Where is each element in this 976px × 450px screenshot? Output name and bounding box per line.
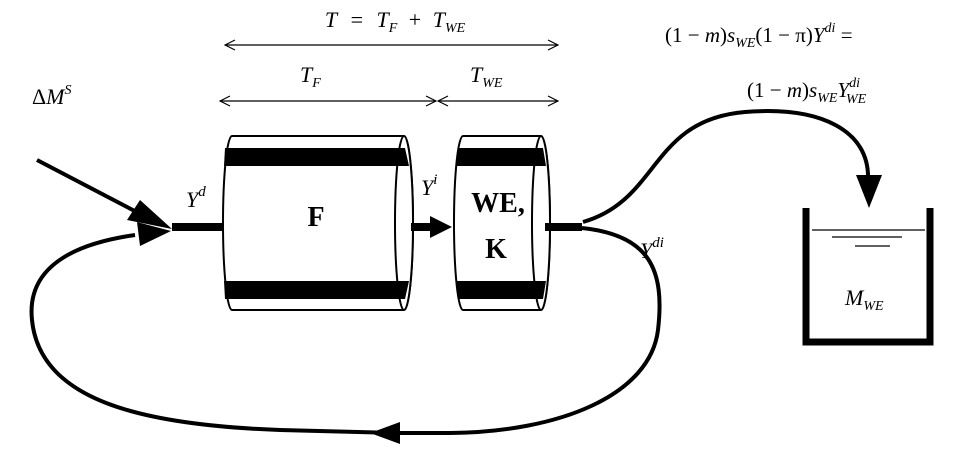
firms-label: F	[307, 202, 324, 233]
input-pipe	[172, 223, 224, 231]
sector-label-line-1: WE,	[471, 188, 525, 219]
flow-yi-label: Yi	[421, 172, 437, 200]
flow-ydi-label: Ydi	[640, 235, 664, 263]
saving-flow-arrow	[582, 109, 882, 224]
sector-label-line-2: K	[485, 234, 507, 265]
formula-line-1: (1 − m)sWE(1 − π)Ydi =	[665, 21, 853, 51]
output-pipe	[545, 223, 582, 231]
time-total-label: T = TF + TWE	[325, 7, 466, 37]
money-shock-label: ΔMS	[32, 83, 71, 109]
spending-loop-arrow	[29, 222, 662, 444]
time-sector-label: TWE	[470, 62, 503, 91]
money-injection-arrow	[36, 158, 172, 229]
firms-cylinder	[222, 135, 414, 311]
time-firms-label: TF	[300, 62, 321, 91]
reservoir-label: MWE	[844, 285, 884, 314]
firms-to-sector-arrow	[411, 216, 452, 238]
reservoir-tank	[802, 208, 934, 346]
flow-yd-label: Yd	[186, 184, 206, 212]
sector-cylinder	[453, 135, 551, 311]
